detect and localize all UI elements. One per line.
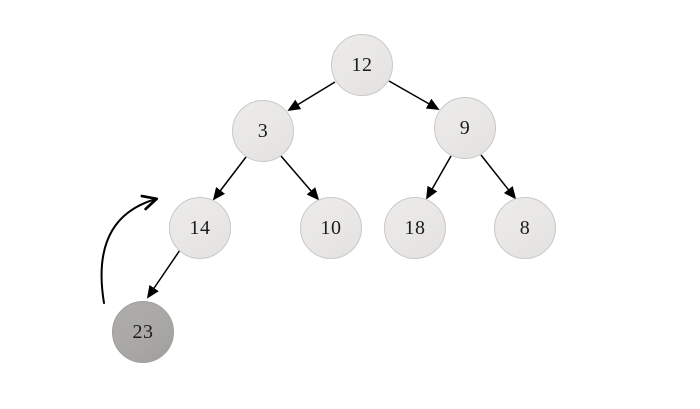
edge-9-18 (426, 155, 452, 200)
tree-node-3: 3 (232, 100, 294, 162)
node-label-8: 8 (519, 216, 531, 239)
node-label-23: 23 (132, 320, 154, 343)
tree-node-23-highlighted: 23 (112, 301, 174, 363)
node-label-10: 10 (320, 216, 342, 239)
edge-3-10 (280, 155, 320, 201)
node-label-3: 3 (257, 119, 269, 142)
edge-3-14 (212, 156, 247, 201)
tree-node-10: 10 (300, 197, 362, 259)
tree-node-18: 18 (384, 197, 446, 259)
node-label-14: 14 (189, 216, 211, 239)
tree-node-9: 9 (434, 97, 496, 159)
edge-12-9 (388, 80, 440, 110)
tree-node-8: 8 (494, 197, 556, 259)
tree-node-14: 14 (169, 197, 231, 259)
edge-12-3 (287, 81, 336, 111)
node-label-9: 9 (459, 116, 471, 139)
edge-14-23 (146, 249, 181, 299)
edge-9-8 (480, 154, 517, 200)
node-label-12: 12 (351, 53, 373, 76)
node-label-18: 18 (404, 216, 426, 239)
curved-pointer-arrow-23-14 (100, 194, 159, 304)
tree-node-12: 12 (331, 34, 393, 96)
